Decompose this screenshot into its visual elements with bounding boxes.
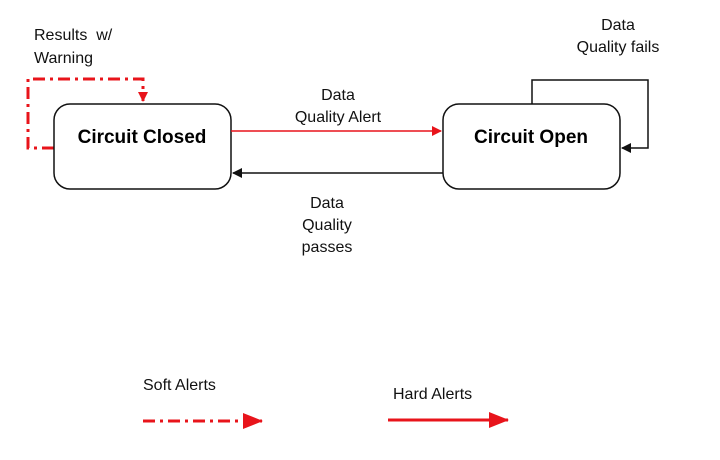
legend-soft-alerts-label: Soft Alerts: [143, 377, 216, 394]
open-to-closed-label-line3: passes: [302, 239, 353, 256]
self-loop-open-arrow: [531, 79, 649, 153]
state-circuit-closed-label: Circuit Closed: [78, 127, 207, 148]
self-loop-closed-label-line1: Results w/: [34, 27, 113, 44]
self-loop-closed-arrow: [26, 77, 148, 150]
closed-to-open-label-line1: Data: [321, 87, 355, 104]
self-loop-open-label-line2: Quality fails: [577, 39, 660, 56]
open-to-closed-label-line1: Data: [310, 195, 344, 212]
self-loop-closed-label-line2: Warning: [34, 50, 93, 67]
legend-hard-alerts-label: Hard Alerts: [393, 386, 472, 403]
state-circuit-closed: [53, 103, 232, 190]
closed-to-open-label-line2: Quality Alert: [295, 109, 382, 126]
open-to-closed-label-line2: Quality: [302, 217, 352, 234]
self-loop-open-label-line1: Data: [601, 17, 635, 34]
state-circuit-open-label: Circuit Open: [474, 127, 588, 148]
